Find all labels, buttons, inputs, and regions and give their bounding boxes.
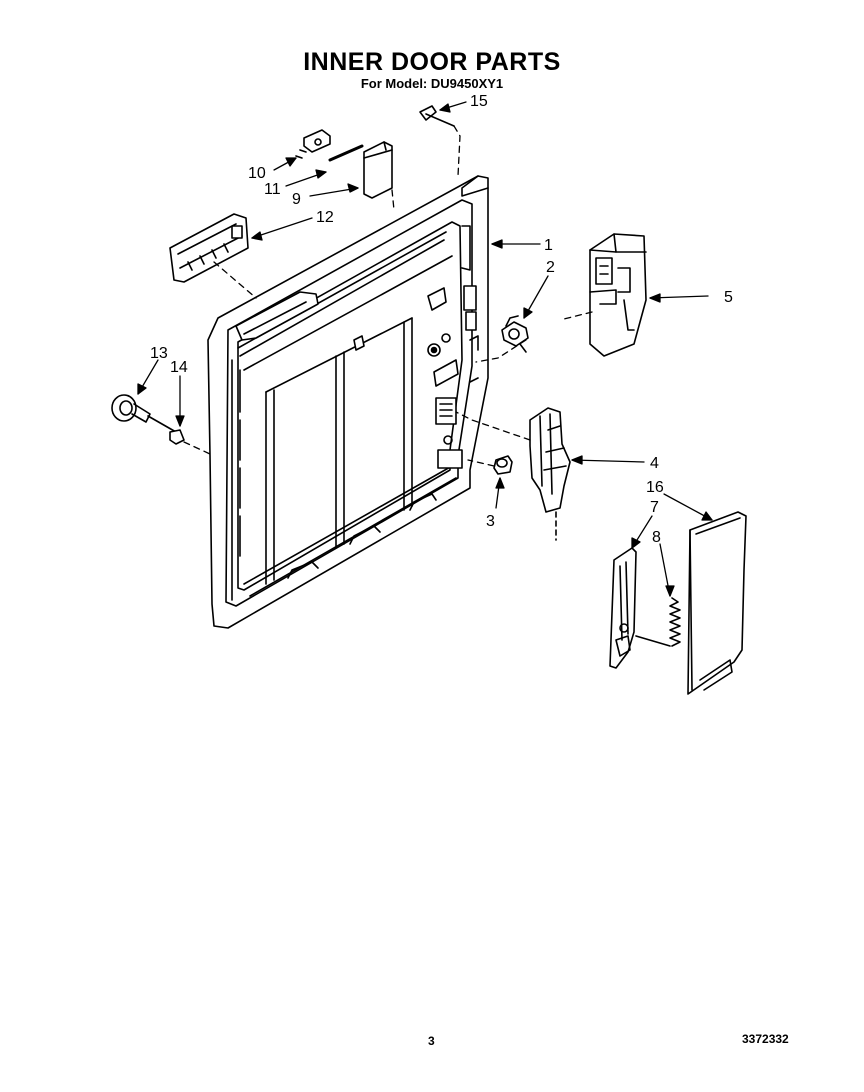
callout-5: 5 [724,289,733,306]
callout-2: 2 [546,259,555,276]
callout-14: 14 [170,359,188,376]
model-subtitle: For Model: DU9450XY1 [360,76,504,91]
callout-7: 7 [650,499,659,516]
page-number: 3 [428,1034,435,1048]
document-number: 3372332 [742,1032,789,1046]
vent-clip [501,315,529,353]
callout-9: 9 [292,191,301,208]
latch-bracket [529,407,571,541]
switch-module [589,233,647,357]
latch-arm [609,547,637,669]
callout-12: 12 [316,209,334,226]
callout-8: 8 [652,529,661,546]
bumper [493,455,513,475]
callout-16: 16 [646,479,664,496]
callout-4: 4 [650,455,659,472]
callout-13: 13 [150,345,168,362]
callout-3: 3 [486,513,495,530]
callout-10: 10 [248,165,266,182]
control-bracket [169,213,249,283]
inner-door-panel [207,175,489,629]
callout-15: 15 [470,93,488,110]
knob-assembly [111,394,185,445]
top-hardware [295,105,455,199]
callout-1: 1 [544,237,553,254]
callout-11: 11 [264,181,281,198]
spring [635,597,681,647]
cover-panel [687,511,747,695]
page-title: INNER DOOR PARTS [303,48,561,76]
